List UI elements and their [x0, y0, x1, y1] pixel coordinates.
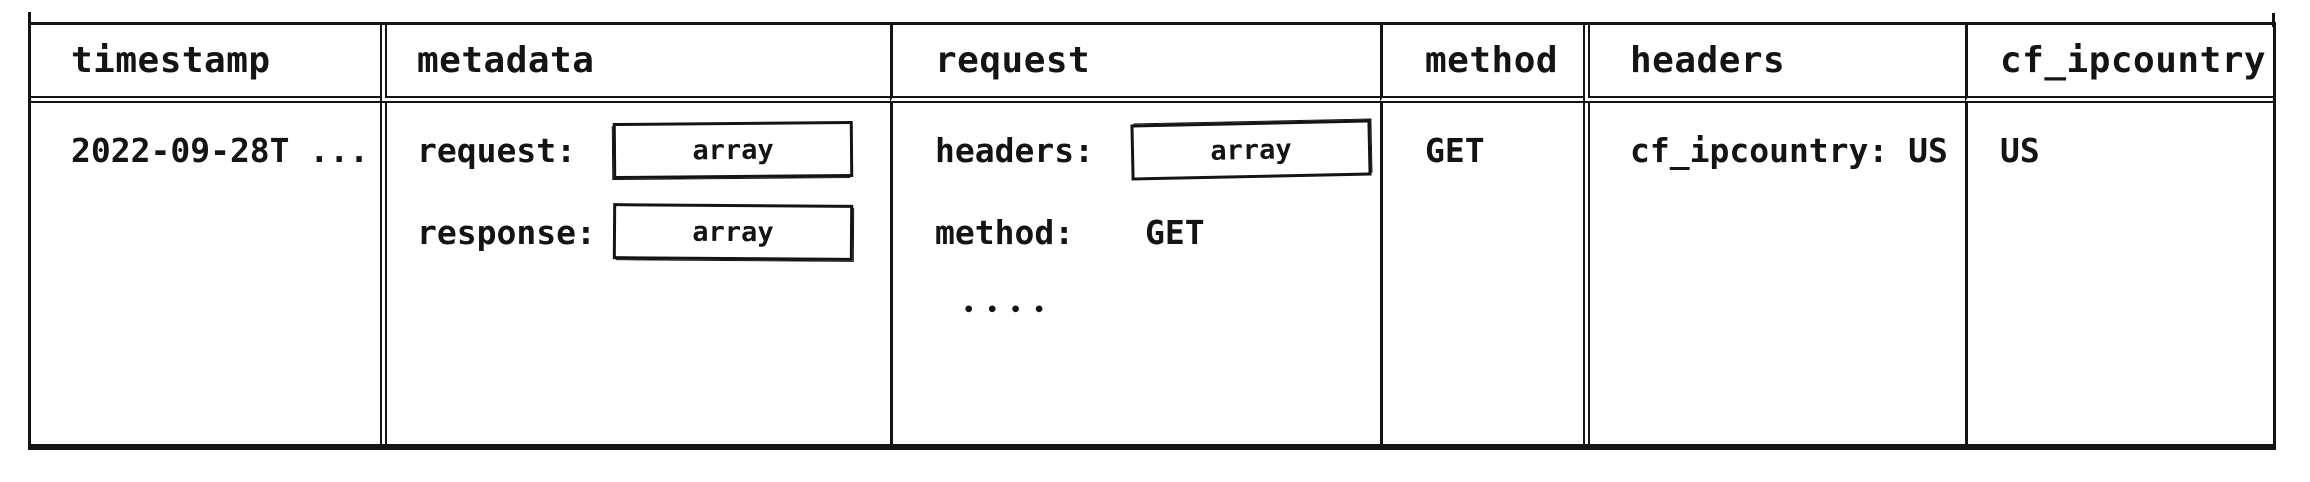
- metadata-response-key: response:: [417, 212, 596, 252]
- metadata-request-key: request:: [417, 130, 576, 170]
- request-method-key: method:: [935, 212, 1075, 252]
- column-header-label: method: [1425, 40, 1559, 81]
- cell-cf-ipcountry: US: [1965, 103, 2273, 444]
- column-header-label: metadata: [417, 40, 595, 81]
- array-chip: array: [612, 120, 854, 180]
- metadata-entries: request: array response: array: [417, 103, 890, 261]
- cell-timestamp: 2022-09-28T ...: [31, 103, 380, 444]
- request-method-value: GET: [1145, 212, 1205, 252]
- array-chip: array: [1130, 119, 1372, 181]
- column-header-label: headers: [1630, 40, 1786, 81]
- cell-metadata: request: array response: array: [380, 103, 890, 444]
- column-header-label: cf_ipcountry: [2000, 40, 2267, 81]
- log-table: timestamp metadata request method header…: [28, 12, 2276, 450]
- column-header-request: request: [890, 25, 1380, 103]
- column-header-headers: headers: [1583, 25, 1965, 103]
- request-entries: headers: array method: GET ••••: [935, 103, 1380, 321]
- cell-headers: cf_ipcountry: US: [1583, 103, 1965, 444]
- column-header-label: request: [935, 40, 1091, 81]
- metadata-request-entry: request: array: [417, 120, 890, 180]
- column-header-cf-ipcountry: cf_ipcountry: [1965, 25, 2273, 103]
- cell-request: headers: array method: GET ••••: [890, 103, 1380, 444]
- metadata-response-entry: response: array: [417, 203, 890, 261]
- column-header-method: method: [1380, 25, 1583, 103]
- request-headers-entry: headers: array: [935, 119, 1380, 181]
- column-header-metadata: metadata: [380, 25, 890, 103]
- method-value: GET: [1425, 131, 1485, 170]
- cell-method: GET: [1380, 103, 1583, 444]
- array-chip: array: [612, 203, 854, 261]
- timestamp-value: 2022-09-28T ...: [71, 131, 370, 170]
- column-header-label: timestamp: [71, 40, 271, 81]
- column-header-timestamp: timestamp: [31, 25, 380, 103]
- cf-ipcountry-value: US: [2000, 131, 2040, 170]
- truncation-dots: ••••: [963, 299, 1057, 321]
- request-headers-key: headers:: [935, 130, 1094, 170]
- headers-value: cf_ipcountry: US: [1630, 131, 1948, 170]
- request-method-entry: method: GET: [935, 203, 1380, 261]
